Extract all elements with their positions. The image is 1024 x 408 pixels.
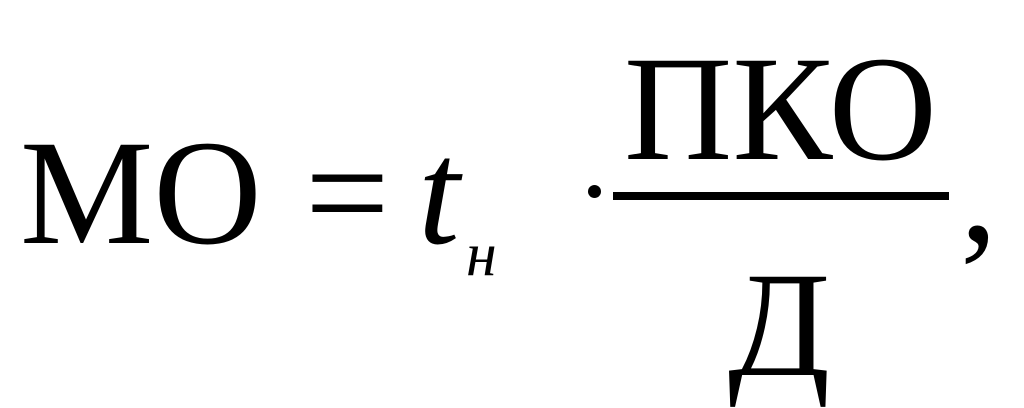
fraction-bar [613, 192, 949, 200]
formula-lhs: МО [20, 110, 262, 276]
trailing-comma: , [960, 108, 998, 274]
variable-subscript: н [466, 221, 497, 289]
multiplication-dot [588, 185, 601, 198]
equals-sign: = [305, 110, 390, 276]
fraction-denominator: Д [728, 242, 831, 408]
fraction-numerator: ПКО [624, 26, 937, 192]
variable-t: t [418, 110, 460, 276]
